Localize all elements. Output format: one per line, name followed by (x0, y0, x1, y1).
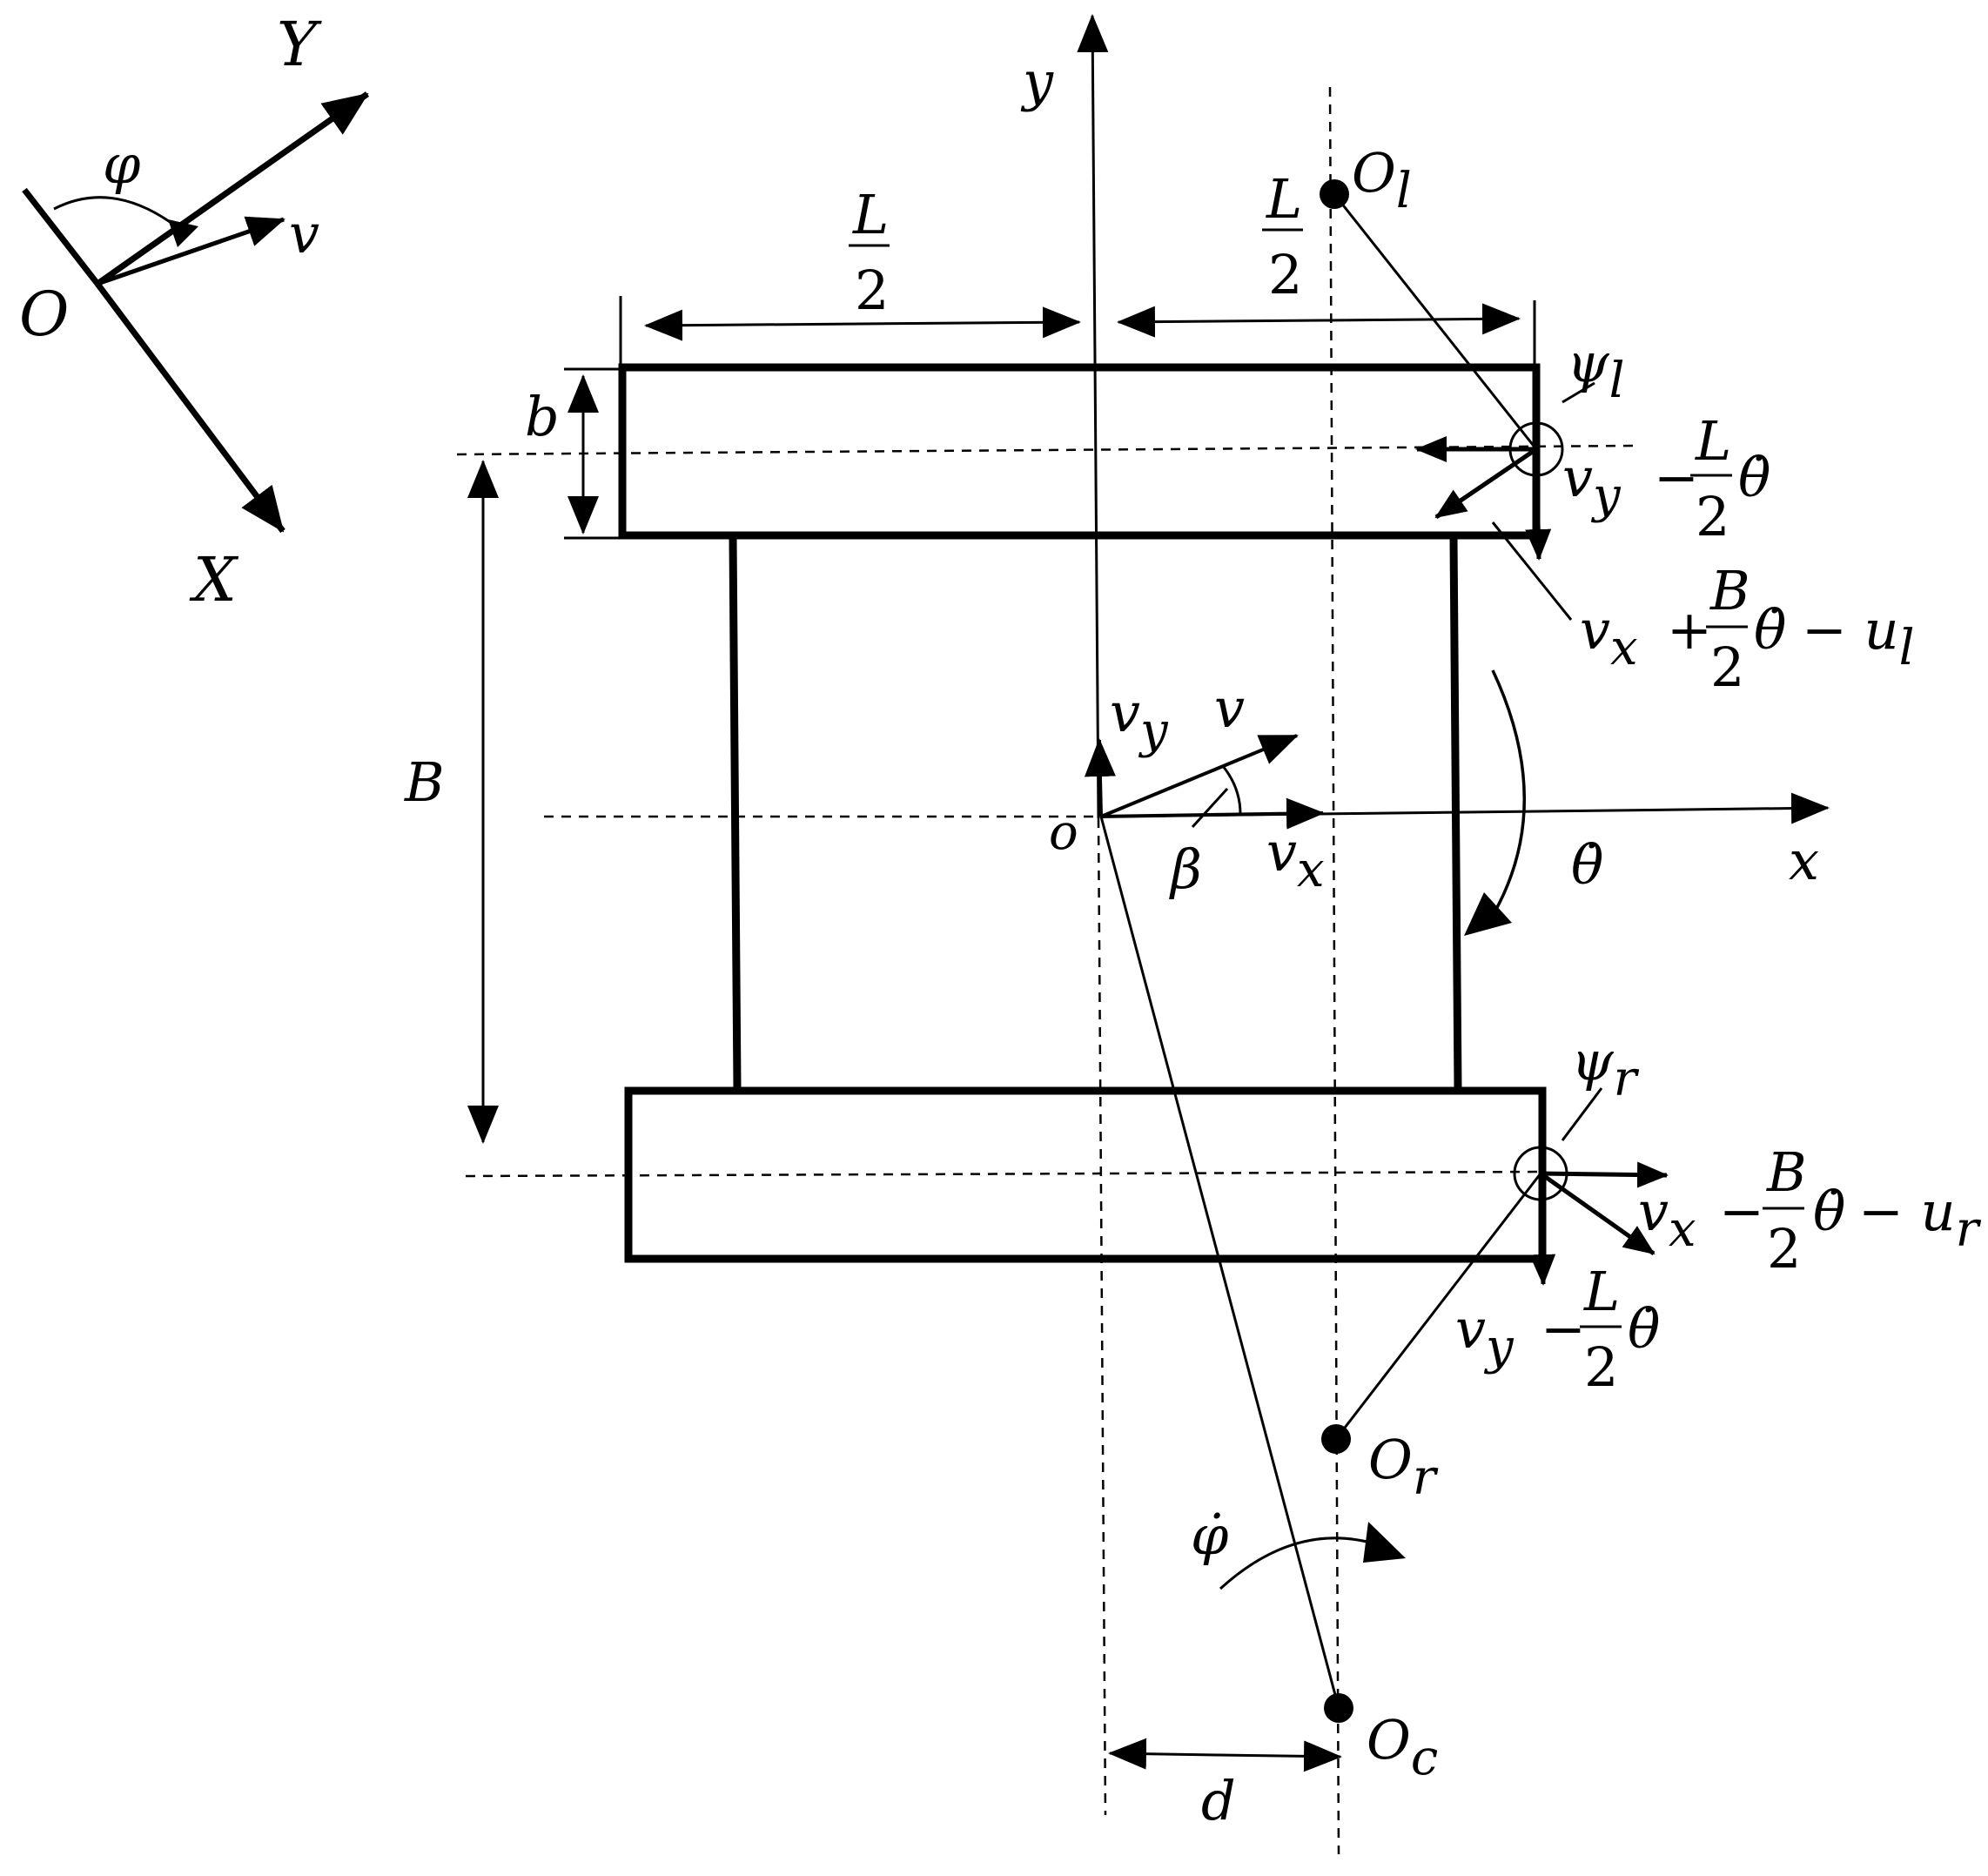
svg-text:−: − (1719, 1180, 1764, 1243)
body-velocity-label: v (1214, 676, 1245, 740)
left-long-velocity-label: vx + B 2 θ̇ − ul (1580, 559, 1915, 699)
svg-text:+: + (1667, 598, 1712, 662)
phi-rate-arc (1219, 1536, 1380, 1590)
svg-text:−: − (1654, 446, 1699, 509)
vx-arrow (1100, 797, 1325, 830)
body-y-label: y (1020, 50, 1054, 113)
svg-text:L: L (1266, 167, 1302, 231)
svg-text:θ̇: θ̇ (1754, 598, 1786, 662)
left-track-velocities: ψl vy − L 2 θ̇ vx + B 2 θ̇ − ul (1415, 331, 1915, 699)
body-frame: o x y v vy vx β θ̇ (1020, 14, 1830, 936)
right-lat-velocity-label: vy − L 2 θ̇ (1455, 1260, 1660, 1399)
svg-text:vy: vy (1455, 1297, 1515, 1375)
global-frame: O X Y φ v (19, 9, 370, 615)
svg-text:2: 2 (1584, 1335, 1618, 1399)
svg-text:−: − (1541, 1297, 1586, 1361)
svg-text:2: 2 (1767, 1217, 1801, 1281)
yaw-rate-arrowhead (1464, 892, 1512, 936)
yaw-rate-arc (1487, 669, 1526, 924)
dim-half-length-right (1117, 306, 1324, 338)
body-velocity-arrow (1100, 734, 1299, 818)
svg-text:2: 2 (1696, 485, 1729, 548)
left-angle-leader (1562, 381, 1595, 404)
instant-centers: Ol Or Oc φ̇ (1099, 141, 1542, 1786)
svg-text:2: 2 (1710, 635, 1744, 699)
vy-arrow (1084, 738, 1116, 817)
offset-label: d (1201, 1769, 1236, 1832)
body-x-label: x (1789, 829, 1819, 892)
vx-label: vx (1266, 820, 1325, 898)
global-origin-label: O (19, 279, 69, 350)
dim-d-arrow-right (1218, 1740, 1342, 1772)
phi-rate-arrowhead (1363, 1522, 1406, 1563)
global-angle-label: φ (103, 132, 141, 196)
svg-text:2: 2 (1268, 243, 1302, 306)
global-angle-arrowhead (168, 219, 198, 247)
phi-rate-label: φ̇ (1191, 1503, 1229, 1567)
beta-leader (1191, 787, 1229, 829)
left-long-leader (1491, 521, 1573, 621)
right-long-arrow (1540, 1161, 1669, 1188)
instant-center-line (1328, 86, 1340, 1855)
svg-text:θ̇: θ̇ (1813, 1180, 1845, 1243)
yaw-rate-label: θ̇ (1571, 833, 1603, 897)
global-velocity-label: v (289, 202, 319, 266)
svg-text:L: L (1695, 409, 1731, 473)
right-long-velocity-label: vx − B 2 θ̇ − ur (1638, 1140, 1982, 1281)
left-center-label: Ol (1352, 141, 1412, 219)
global-y-label: Y (277, 9, 322, 80)
right-lat-arrow (1529, 1173, 1556, 1286)
global-base-line (22, 187, 100, 286)
track-width-label: b (525, 385, 560, 448)
svg-text:θ̇: θ̇ (1628, 1297, 1660, 1361)
right-center-label: Or (1368, 1428, 1439, 1506)
turn-center-label: Oc (1367, 1708, 1438, 1786)
left-center-ray (1333, 193, 1538, 450)
right-result-arrow (1539, 1171, 1656, 1256)
right-angle-leader (1561, 1087, 1603, 1141)
global-x-axis (95, 281, 285, 534)
svg-text:− ul: − ul (1802, 598, 1915, 676)
svg-text:B: B (1709, 559, 1750, 622)
svg-text:2: 2 (855, 259, 889, 322)
vy-label: vy (1110, 681, 1169, 759)
left-lat-velocity-label: vy − L 2 θ̇ (1562, 409, 1770, 548)
beta-label: β (1169, 837, 1202, 901)
dim-d-arrow-left (1108, 1738, 1219, 1770)
body-origin-label: o (1049, 804, 1078, 861)
dim-half-length-right-b (1322, 303, 1521, 335)
turn-center-ray (1099, 816, 1340, 1709)
global-y-axis (95, 91, 370, 286)
body-left-side (729, 537, 742, 1089)
left-angle-label: ψl (1567, 331, 1625, 409)
global-angle-arc (53, 196, 179, 230)
body-y-axis-lower (1097, 817, 1107, 1816)
svg-text:vx: vx (1580, 598, 1638, 676)
beta-arc (1221, 765, 1242, 815)
half-length-right-fraction: L 2 (1262, 167, 1303, 306)
svg-text:L: L (852, 183, 889, 246)
left-result-arrow (1434, 447, 1538, 520)
svg-text:− ur: − ur (1858, 1180, 1982, 1258)
right-angle-label: ψr (1571, 1029, 1640, 1107)
svg-text:θ̇: θ̇ (1738, 446, 1770, 509)
svg-text:L: L (1583, 1260, 1620, 1323)
dim-half-length-left-b (861, 306, 1081, 339)
dimensions: L 2 L 2 b B d (404, 167, 1536, 1832)
body-y-axis (1077, 14, 1109, 819)
svg-text:B: B (1766, 1140, 1807, 1204)
left-lat-arrow (1525, 448, 1552, 561)
global-x-label: X (189, 544, 239, 615)
right-track-velocities: ψr vx − B 2 θ̇ − ur vy − L 2 θ̇ (1455, 1029, 1982, 1399)
right-track-centerline (465, 1170, 1546, 1178)
svg-text:vy: vy (1562, 446, 1622, 524)
half-length-left-fraction: L 2 (849, 183, 890, 322)
tread-label: B (404, 750, 445, 814)
svg-text:vx: vx (1638, 1180, 1696, 1258)
dim-half-length-left (644, 309, 863, 341)
global-velocity-arrow (97, 216, 285, 286)
right-center-ray (1334, 1173, 1542, 1440)
